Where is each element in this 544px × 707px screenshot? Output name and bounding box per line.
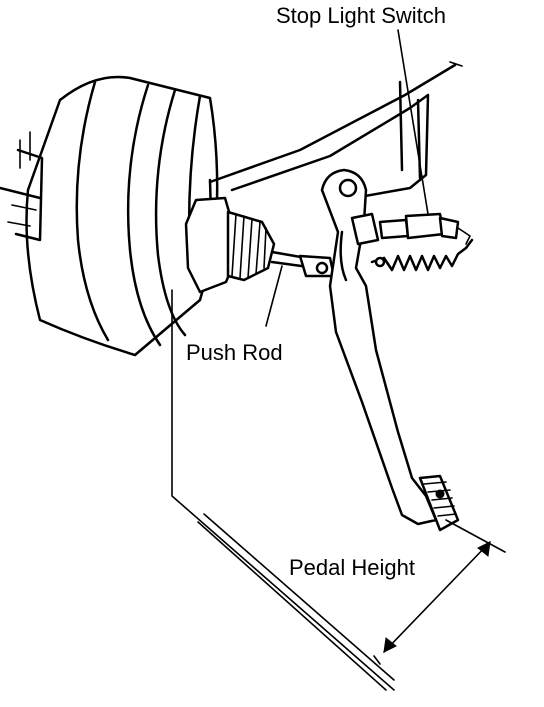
push-rod-leader [265, 265, 283, 327]
stop-light-switch-label: Stop Light Switch [276, 3, 446, 28]
stop-light-switch-assembly [350, 212, 474, 272]
extension-line-bottom [373, 655, 381, 665]
brake-pedal-arm [320, 168, 460, 532]
brake-booster [0, 75, 219, 357]
arrowhead-upper [477, 541, 491, 557]
pedal-height-label: Pedal Height [289, 555, 415, 580]
leader-lines [265, 29, 429, 327]
floor-line-1 [203, 513, 395, 681]
pedal-height-dimension [171, 289, 506, 691]
extension-line-top [445, 519, 506, 553]
arrowhead-lower [383, 637, 397, 653]
push-rod-label: Push Rod [186, 340, 283, 365]
reference-line [171, 289, 395, 691]
push-rod-assembly [184, 196, 359, 294]
dimension-line [383, 541, 491, 653]
stop-light-switch-leader [397, 29, 429, 215]
floor-line-2 [197, 521, 387, 691]
